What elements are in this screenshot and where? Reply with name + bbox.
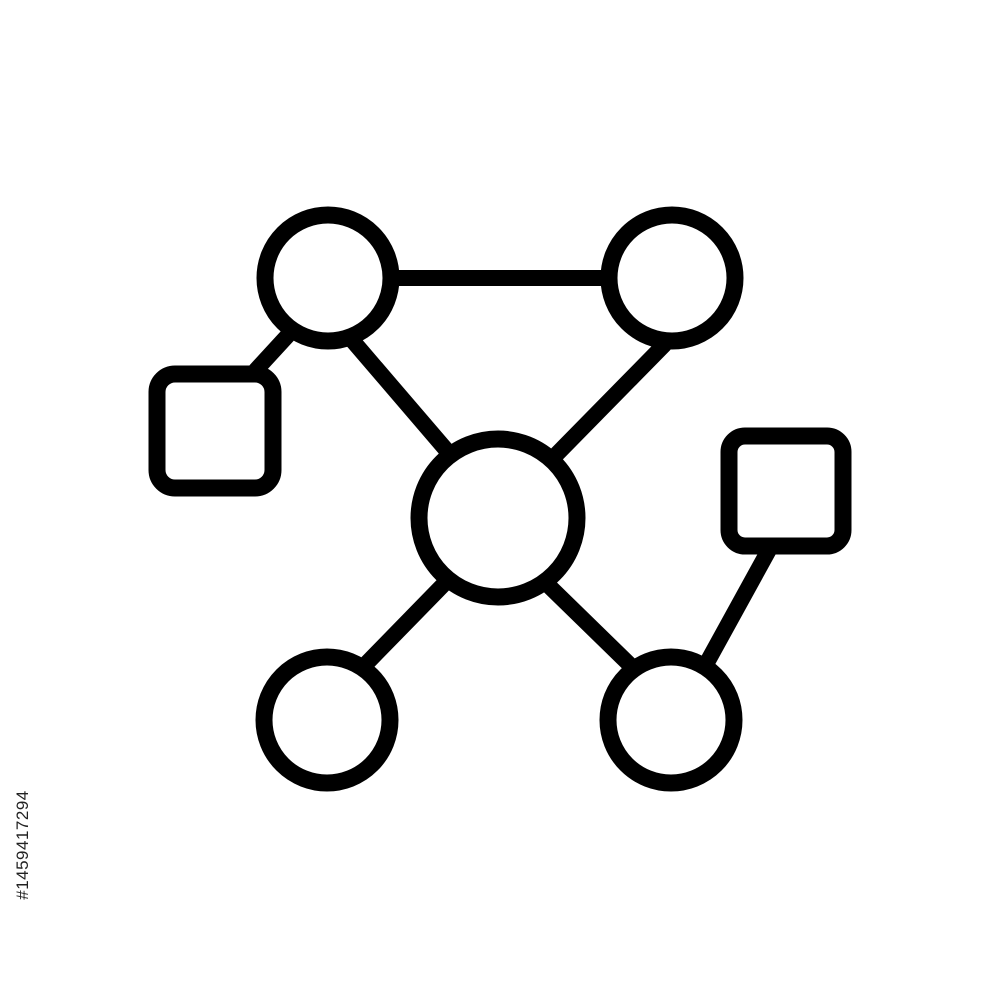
edge-top-left-center: [344, 332, 456, 460]
edges: [248, 270, 778, 676]
node-bottom-left: [255, 648, 399, 792]
stock-id-label: #1459417294: [8, 755, 38, 935]
edge-center-bottom-left: [357, 575, 453, 673]
nodes: [148, 206, 852, 792]
edge-top-right-center: [545, 337, 672, 466]
node-center: [410, 430, 586, 606]
node-left-square: [148, 365, 282, 497]
node-top-left: [256, 206, 400, 350]
edge-bottom-right-right-square: [696, 540, 778, 676]
edge-top-left-left-square: [248, 325, 298, 378]
node-top-right: [600, 206, 744, 350]
node-bottom-right: [599, 648, 743, 792]
stock-id-text: #1459417294: [13, 790, 32, 900]
node-right-square: [720, 427, 852, 555]
edge-center-bottom-right: [540, 577, 638, 673]
